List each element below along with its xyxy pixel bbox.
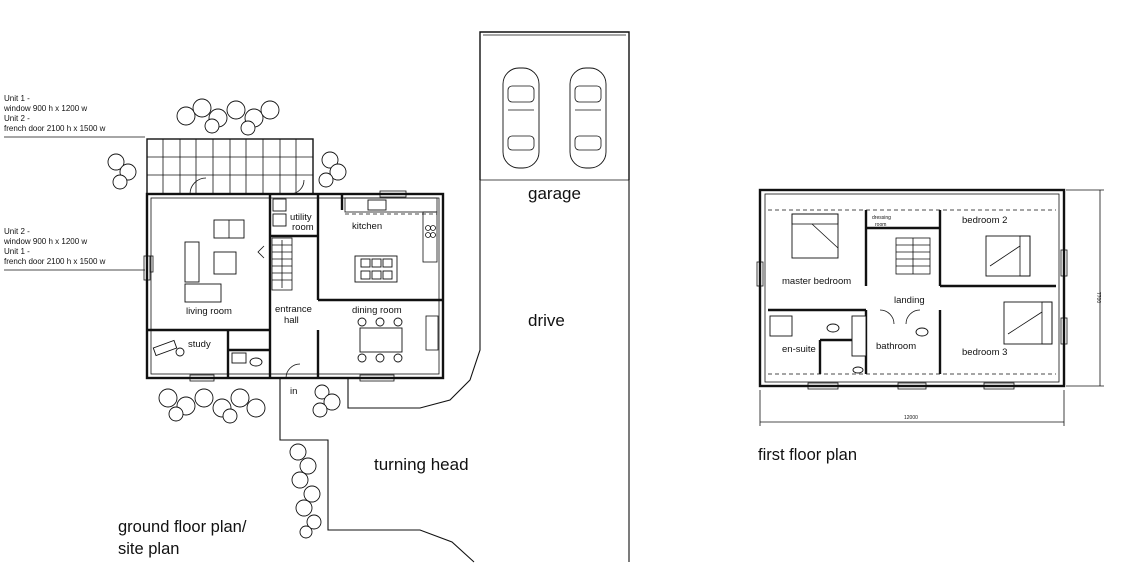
living-room-label: living room [186,306,232,317]
ground-staircase [271,237,293,291]
garage-walls [479,31,630,180]
first-floor-staircase [895,237,931,275]
master-bed [791,213,839,259]
annotation-top-line-4: french door 2100 h x 1500 w [4,124,106,133]
annotation-side-line-4: french door 2100 h x 1500 w [4,257,106,266]
ground-floor-title-line-2: site plan [118,540,179,558]
landing-label: landing [894,295,925,306]
entrance-hall-label-1: entrance [275,304,312,315]
ground-floor-outer-wall [145,192,445,380]
dining-room-label: dining room [352,305,402,316]
study-label: study [188,339,211,350]
width-dimension: 12000 [904,415,918,421]
car-left [502,67,540,169]
annotation-top-line-3: Unit 2 - [4,114,30,123]
kitchen-label: kitchen [352,221,382,232]
car-right [569,67,607,169]
dimension-lines: 12000 7700 [759,189,1104,426]
conservatory [146,138,314,195]
master-bedroom-label: master bedroom [782,276,851,287]
ground-floor-plan: utility room kitchen living room entranc… [107,98,481,563]
site-plan: garage drive turning head [374,31,630,562]
bedroom-2-label: bedroom 2 [962,215,1007,226]
first-floor-plan: 12000 7700 dressing room bedroom 2 maste… [756,188,1104,464]
first-floor-title: first floor plan [758,446,857,464]
living-room-furniture [149,219,265,303]
annotation-side-line-3: Unit 1 - [4,247,30,256]
depth-dimension: 7700 [1095,292,1101,303]
annotation-top-line-1: Unit 1 - [4,94,30,103]
turning-head-label: turning head [374,455,469,474]
utility-room-label-1: utility [290,212,312,223]
bathroom-label: bathroom [876,341,916,352]
in-label: in [290,386,297,397]
first-floor-outer-wall [758,188,1066,388]
ground-floor-title-line-1: ground floor plan/ [118,518,247,536]
wc-fixtures [231,352,263,367]
dining-room-furniture [357,315,439,363]
entrance-path [279,378,475,563]
tree-shrubs [107,98,347,539]
bedroom-3-label: bedroom 3 [962,347,1007,358]
study-furniture [152,339,185,357]
entrance-hall-label-2: hall [284,315,299,326]
annotation-side: Unit 2 - window 900 h x 1200 w Unit 1 - … [3,227,145,271]
annotation-side-line-2: window 900 h x 1200 w [3,237,87,246]
annotation-top-line-2: window 900 h x 1200 w [3,104,87,113]
annotation-side-line-1: Unit 2 - [4,227,30,236]
dressing-room-label-1: dressing [872,215,891,221]
bedroom2-bed [985,235,1031,277]
utility-room-label-2: room [292,222,314,233]
annotation-top: Unit 1 - window 900 h x 1200 w Unit 2 - … [3,94,145,138]
en-suite-label: en-suite [782,344,816,355]
bedroom3-bed [1003,301,1053,345]
dressing-room-label-2: room [875,222,886,228]
garage-label: garage [528,184,581,203]
kitchen-fixtures [344,197,438,283]
drive-label: drive [528,311,565,330]
